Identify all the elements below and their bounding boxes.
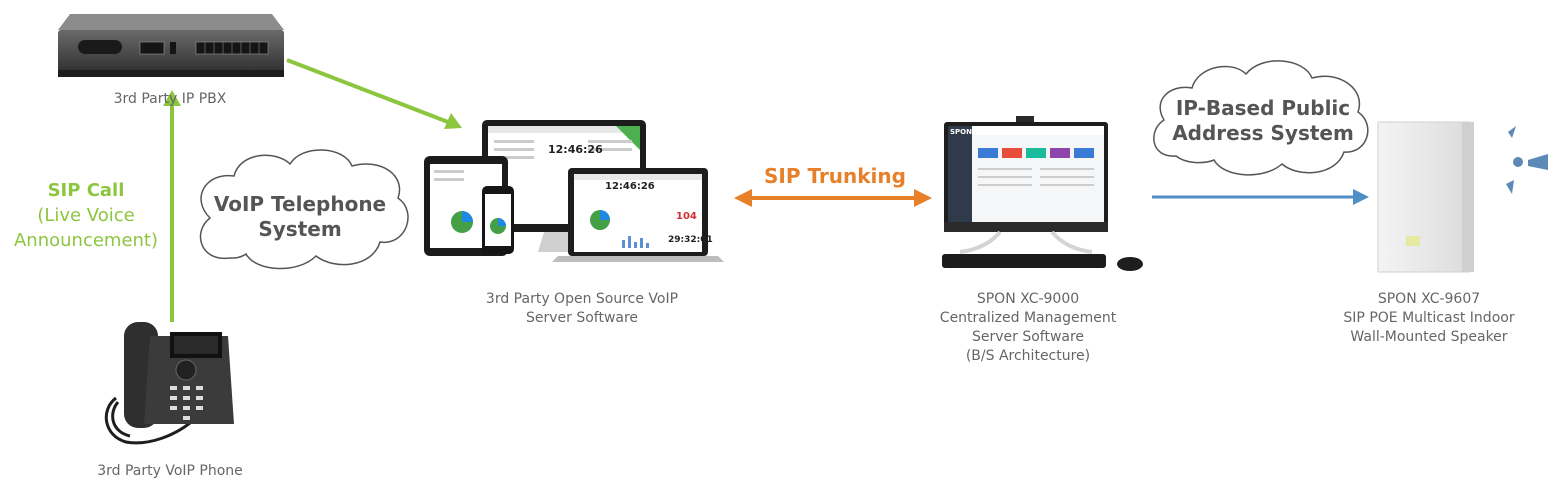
- ip-pbx-device: [58, 14, 284, 77]
- pbx-label: 3rd Party IP PBX: [113, 91, 227, 107]
- tablet-clock: 12:46:26: [605, 181, 655, 192]
- pc-logo: SPON: [950, 128, 972, 136]
- speaker-device: [1377, 121, 1474, 273]
- speaker-label: SPON XC-9607 SIP POE Multicast Indoor Wa…: [1343, 291, 1515, 345]
- laptop-count: 104: [676, 211, 697, 222]
- cloud-public-address: [1153, 60, 1369, 176]
- laptop-timer: 29:32:01: [668, 235, 713, 245]
- sip-call-label: SIP Call (Live Voice Announcement): [13, 180, 159, 251]
- server-software-label: 3rd Party Open Source VoIP Server Softwa…: [485, 291, 679, 326]
- monitor-clock: 12:46:26: [548, 143, 603, 156]
- cloud-pa-text: IP-Based Public Address System: [1172, 96, 1354, 145]
- server-software-mockup: [424, 120, 724, 262]
- sound-waves-icon: [1506, 126, 1548, 194]
- arrow-sip-trunking: [734, 189, 932, 207]
- cloud-voip: [199, 149, 409, 270]
- cloud-voip-text: VoIP Telephone System: [213, 192, 387, 241]
- arrow-pbx-to-server: [286, 58, 462, 129]
- phone-label: 3rd Party VoIP Phone: [97, 463, 243, 479]
- arrow-to-speaker: [1152, 189, 1369, 205]
- management-pc: [942, 116, 1143, 271]
- voip-phone-device: [104, 322, 234, 445]
- management-label: SPON XC-9000 Centralized Management Serv…: [939, 291, 1117, 364]
- sip-trunking-label: SIP Trunking: [764, 164, 906, 188]
- arrow-phone-to-pbx: [163, 90, 181, 322]
